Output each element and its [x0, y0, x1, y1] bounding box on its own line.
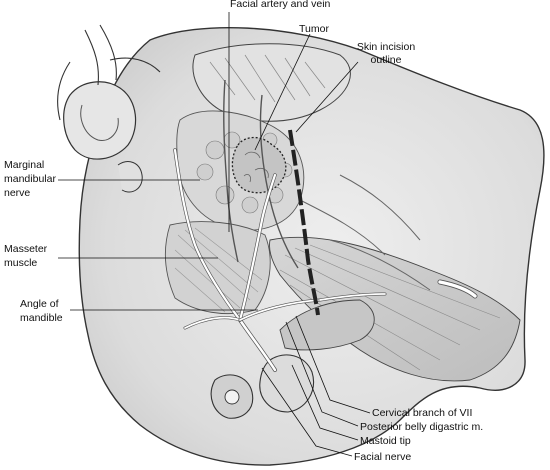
facial-vessels — [223, 79, 299, 269]
label-marginal-2: mandibular — [4, 173, 56, 185]
ear-fold — [63, 81, 137, 160]
masseter-muscle — [165, 221, 271, 315]
label-tumor: Tumor — [299, 23, 329, 35]
neck-muscles — [269, 236, 521, 382]
leader-lines — [58, 12, 371, 457]
ear-canal-opening — [224, 389, 240, 405]
label-masseter-2: muscle — [4, 257, 37, 269]
label-facial-nerve: Facial nerve — [354, 451, 411, 463]
leader-cervical — [295, 315, 371, 414]
label-masseter-1: Masseter — [4, 243, 48, 255]
label-marginal-3: nerve — [4, 187, 30, 199]
label-angle-2: mandible — [20, 312, 63, 324]
masseter-fibers — [174, 227, 263, 313]
skin-flap — [192, 43, 351, 122]
hair-strands — [57, 24, 161, 121]
facial-nerve-branches — [173, 148, 478, 372]
neck-vessels — [299, 174, 431, 291]
leader-skin-incision — [295, 61, 359, 133]
head-neck-drawing — [57, 24, 545, 466]
label-skin-incision-2: outline — [371, 54, 402, 66]
ear-lobe — [117, 161, 143, 193]
label-mastoid-tip: Mastoid tip — [360, 435, 411, 447]
leader-tumor — [254, 33, 311, 151]
ear-fold-inner — [80, 104, 119, 141]
leader-facial-nerve — [261, 367, 353, 457]
label-marginal-1: Marginal — [4, 159, 44, 171]
label-facial-artery-vein: Facial artery and vein — [230, 0, 331, 10]
label-angle-1: Angle of — [20, 298, 59, 310]
leader-mastoid — [291, 364, 359, 441]
skin-incision-line — [288, 129, 320, 316]
digastric-muscle — [279, 299, 375, 351]
label-cervical-branch: Cervical branch of VII — [372, 407, 472, 419]
flap-hatching — [209, 54, 326, 103]
label-posterior-belly: Posterior belly digastric m. — [360, 421, 483, 433]
leader-posterior-belly — [285, 321, 359, 427]
labels: Facial artery and vein Tumor Skin incisi… — [4, 0, 483, 463]
label-skin-incision-1: Skin incision — [357, 41, 416, 53]
